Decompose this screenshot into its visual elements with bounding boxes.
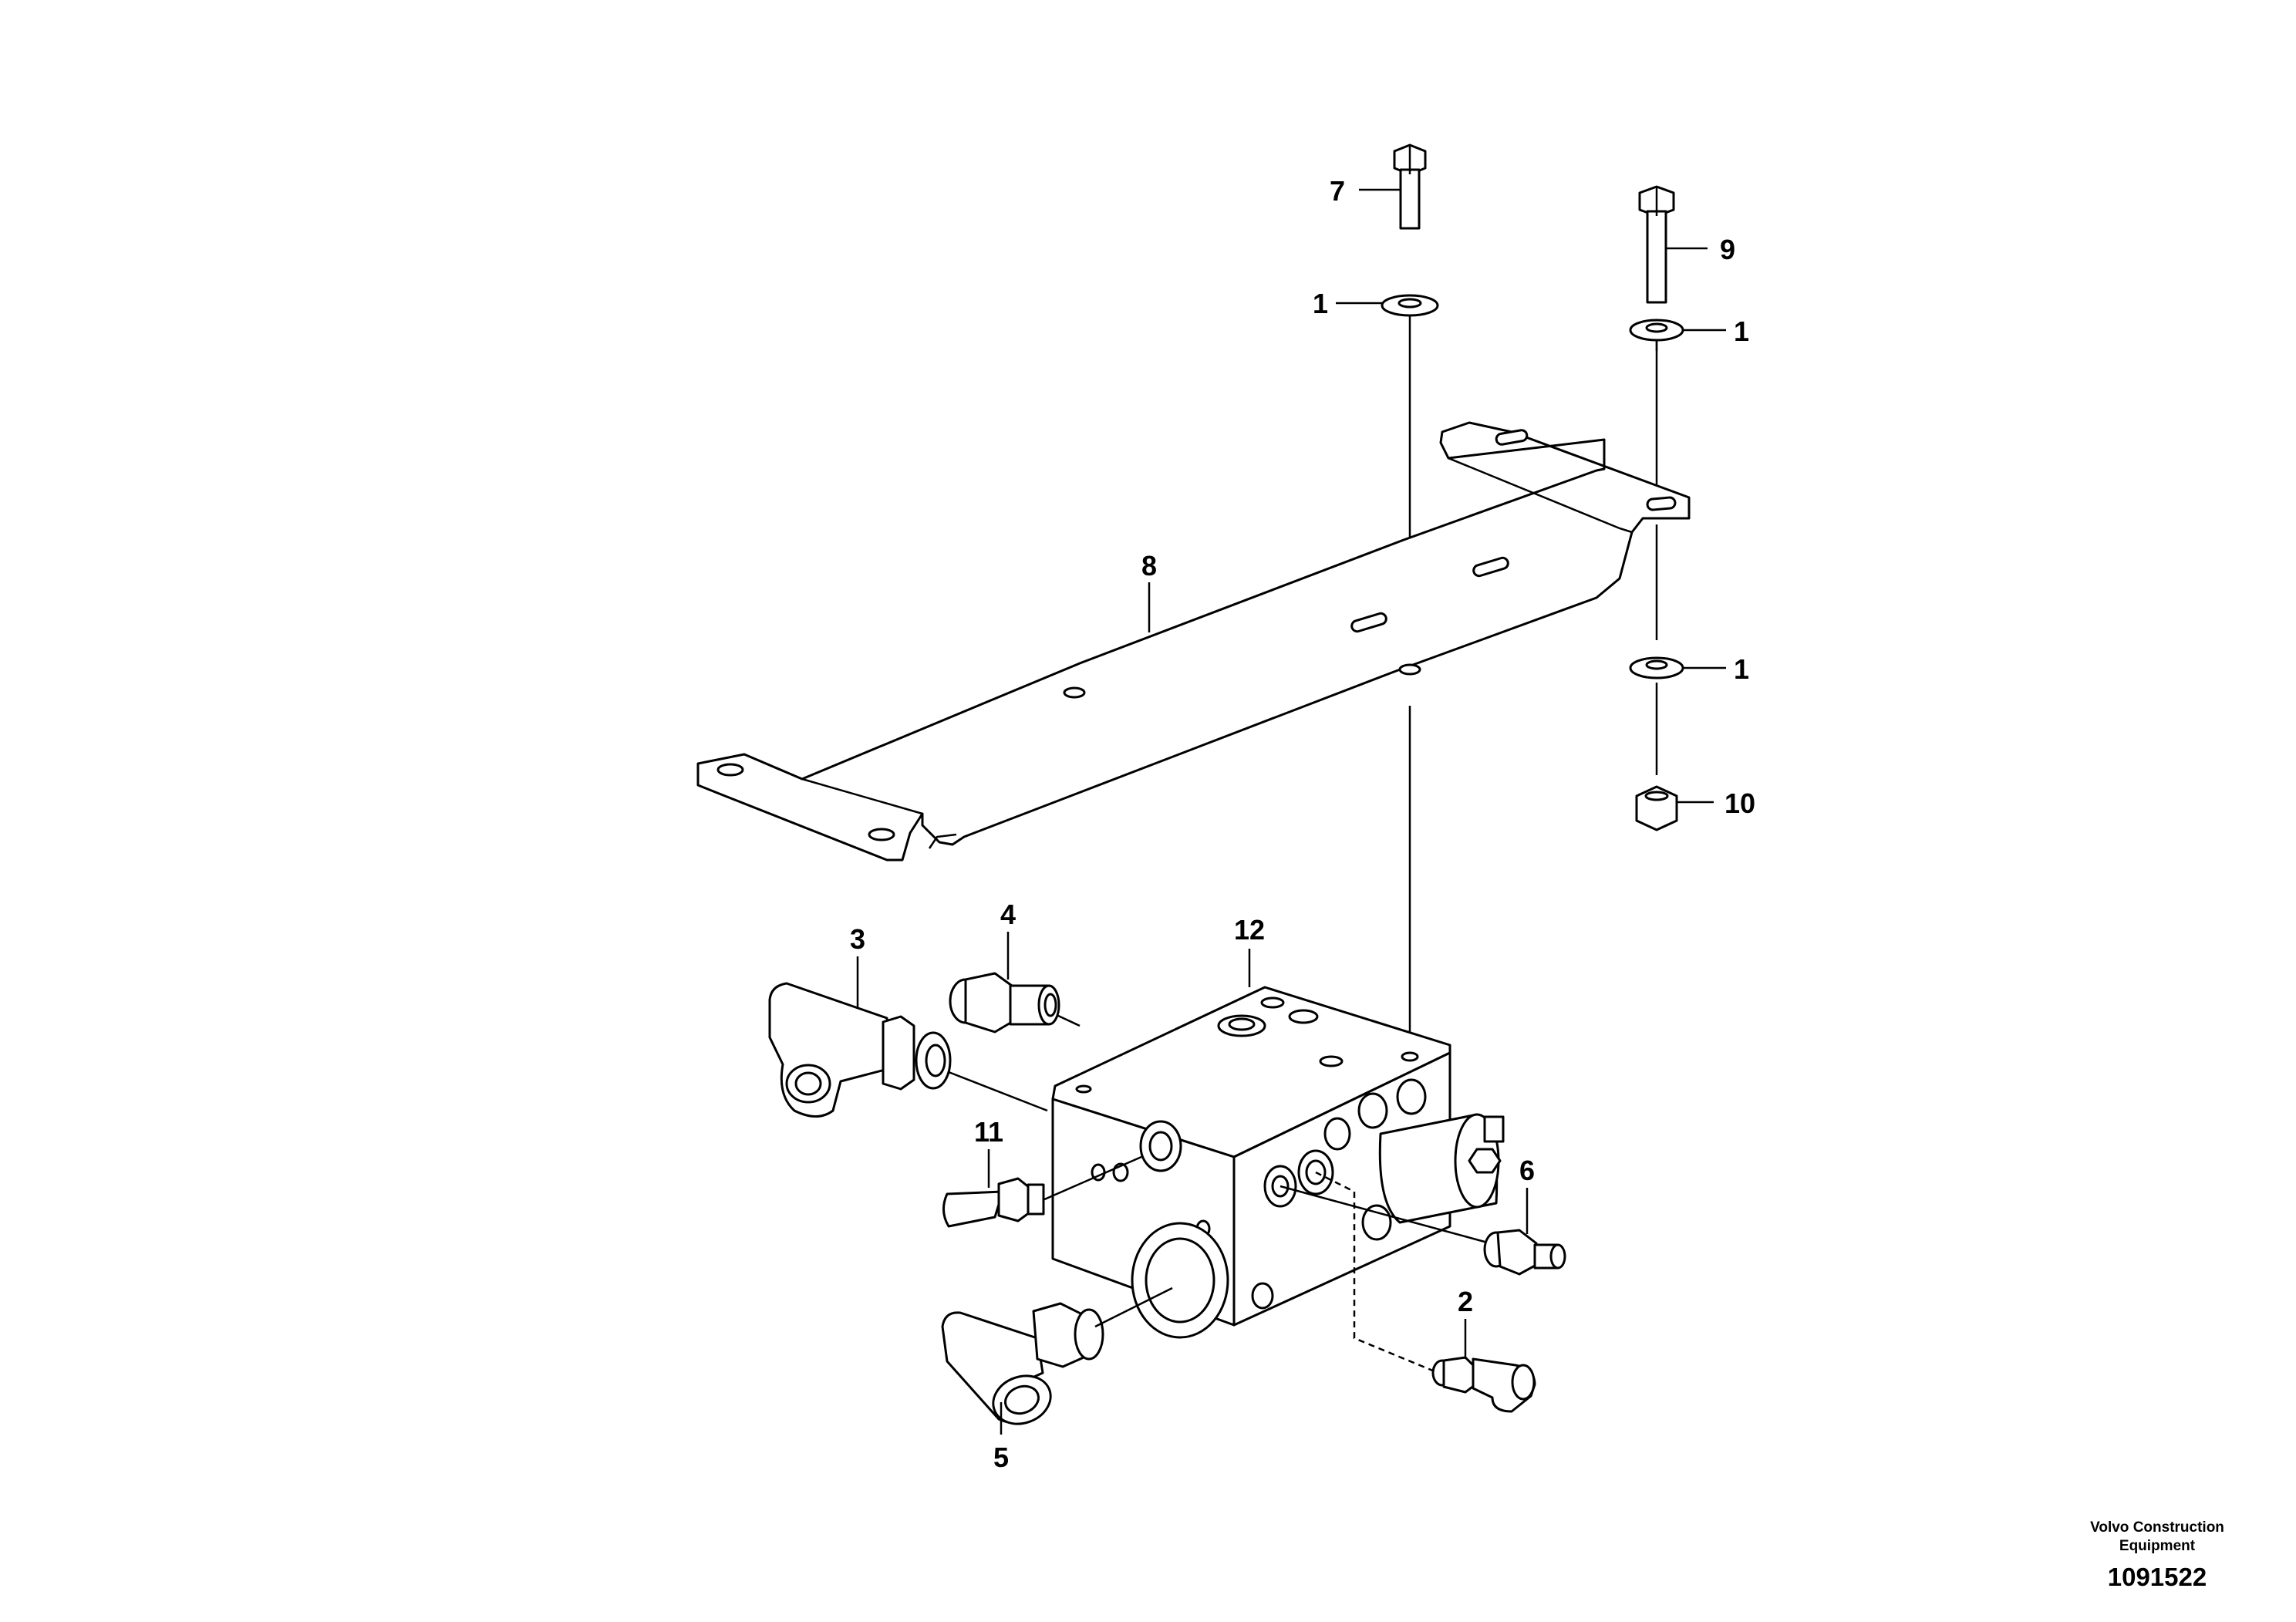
label-item-9: 9	[1720, 234, 1735, 265]
valve-block-item-12	[1051, 986, 1505, 1339]
label-item-3: 3	[850, 923, 865, 955]
center-line-item-11	[1042, 1155, 1142, 1202]
center-line-item-4	[1056, 1013, 1081, 1027]
center-line-item-3	[948, 1071, 1048, 1112]
bolt-item-9	[1638, 185, 1675, 304]
washer-item-1-right-bottom	[1629, 656, 1684, 679]
bracket-item-8	[696, 421, 1691, 862]
washer-item-1-top	[1381, 294, 1439, 317]
company-name: Volvo Construction Equipment	[2090, 1519, 2224, 1554]
label-item-5: 5	[993, 1442, 1009, 1473]
small-elbow-item-2	[1431, 1356, 1536, 1413]
label-item-2: 2	[1458, 1286, 1473, 1317]
label-item-7: 7	[1330, 175, 1345, 207]
straight-fitting-item-4	[949, 972, 1060, 1034]
label-item-1-right-bottom: 1	[1734, 653, 1749, 685]
plug-item-11	[942, 1177, 1045, 1228]
label-item-6: 6	[1519, 1155, 1535, 1186]
label-item-4: 4	[1000, 899, 1016, 930]
label-item-12: 12	[1234, 914, 1265, 946]
elbow-fitting-item-3	[768, 982, 952, 1118]
credit-block: Volvo Construction Equipment 1091522	[2057, 1519, 2257, 1594]
document-number: 1091522	[2107, 1563, 2207, 1591]
center-line-item-6	[1279, 1185, 1485, 1243]
label-item-10: 10	[1725, 787, 1755, 819]
label-item-11: 11	[974, 1116, 1003, 1148]
center-line-item-5	[1094, 1286, 1173, 1328]
straight-fitting-item-6	[1483, 1229, 1566, 1276]
bolt-item-7	[1393, 143, 1427, 230]
elbow-fitting-item-5	[941, 1302, 1104, 1425]
washer-item-1-right-top	[1629, 319, 1684, 342]
label-item-1-right-top: 1	[1734, 315, 1749, 347]
nut-item-10	[1635, 785, 1678, 831]
label-item-1-top: 1	[1313, 288, 1328, 319]
label-item-8: 8	[1141, 550, 1157, 582]
